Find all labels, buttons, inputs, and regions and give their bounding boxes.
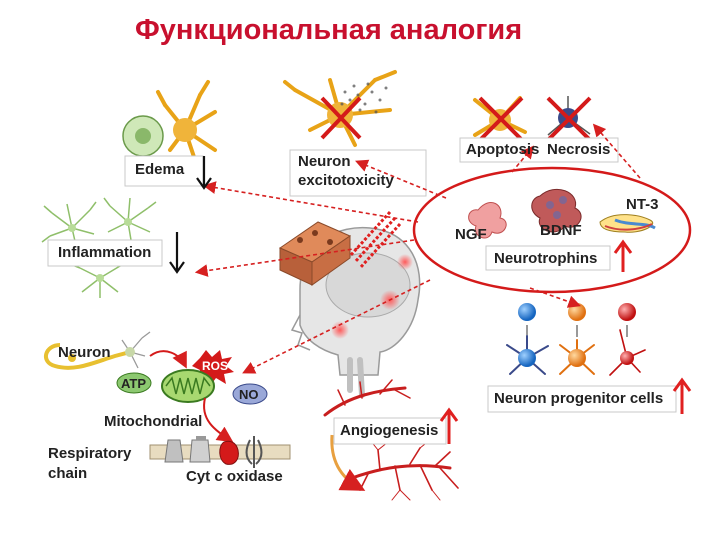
respiratory-label-line2: chain: [48, 465, 88, 482]
atp-label: ATP: [121, 376, 147, 391]
inflammation-box: [47, 239, 163, 267]
mitochondrial-label: Mitochondrial: [104, 413, 203, 430]
edema-down-arrow-icon: [196, 156, 212, 190]
excitotoxicity-box: [289, 149, 427, 197]
atp-bubble: [116, 372, 152, 394]
necrosis-label: Necrosis: [547, 141, 611, 158]
nt3-molecule: [599, 214, 656, 233]
nt3-label: NT-3: [626, 196, 659, 213]
arrow-to-progenitor: [529, 287, 582, 308]
neurotrophins-label: Neurotrophins: [494, 250, 598, 267]
mitochondrion-icon: [161, 369, 215, 403]
progenitor-box: [487, 385, 677, 413]
excitotoxicity-label-line1: Neuron: [298, 153, 351, 170]
respiratory-chain-icons: [149, 436, 291, 468]
inflammation-illustration: [41, 197, 157, 298]
arrow-to-excitotoxicity: [355, 159, 447, 199]
ngf-label: NGF: [455, 226, 487, 243]
progenitor-up-arrow-icon: [672, 377, 692, 414]
inflammation-label: Inflammation: [58, 244, 152, 261]
ngf-molecule: [468, 202, 507, 239]
arrow-to-necrosis: [592, 123, 641, 179]
cyt-c-oxidase-label: Cyt c oxidase: [186, 468, 283, 485]
excitotoxicity-illustration: [283, 70, 397, 147]
angiogenesis-box: [333, 417, 447, 445]
arrow-to-apoptosis: [511, 145, 535, 173]
edema-label: Edema: [135, 161, 185, 178]
bdnf-label: BDNF: [540, 222, 582, 239]
neurotrophins-ellipse: [412, 166, 692, 294]
neuron-label: Neuron: [58, 344, 111, 361]
apoptosis-necrosis-box: [459, 137, 619, 163]
inflammation-down-arrow-icon: [169, 232, 185, 274]
apoptosis-label: Apoptosis: [466, 141, 540, 158]
no-label: NO: [239, 387, 259, 402]
edema-box: [124, 155, 204, 187]
neurotrophins-up-arrow-icon: [613, 239, 633, 272]
apoptosis-necrosis-illustration: [473, 96, 592, 142]
no-bubble: [232, 383, 268, 405]
progenitor-label: Neuron progenitor cells: [494, 390, 664, 407]
page-title: Функциональная аналогия: [135, 14, 523, 46]
dashed-arrows: [194, 123, 641, 374]
neurotrophins-box: [485, 245, 611, 271]
edema-illustration: [122, 80, 217, 162]
down-arrow-icons: [169, 156, 212, 274]
angiogenesis-label: Angiogenesis: [340, 422, 439, 439]
up-arrow-icons: [439, 239, 692, 444]
angiogenesis-curve-arrow: [330, 434, 366, 491]
progenitor-cells-illustration: [506, 303, 646, 376]
respiratory-label-line1: Respiratory: [48, 445, 132, 462]
excitotoxicity-label-line2: excitotoxicity: [298, 172, 394, 189]
head-illustration: [278, 210, 421, 398]
angiogenesis-up-arrow-icon: [439, 407, 459, 444]
bdnf-molecule: [531, 188, 582, 233]
brick-icon: [278, 221, 352, 286]
arrow-to-edema: [202, 181, 419, 223]
arrow-to-inflammation: [194, 239, 415, 277]
inflammation-cells: [68, 218, 132, 282]
mitochondrial-panel-illustration: [44, 331, 291, 468]
ros-label: ROS: [202, 359, 229, 373]
